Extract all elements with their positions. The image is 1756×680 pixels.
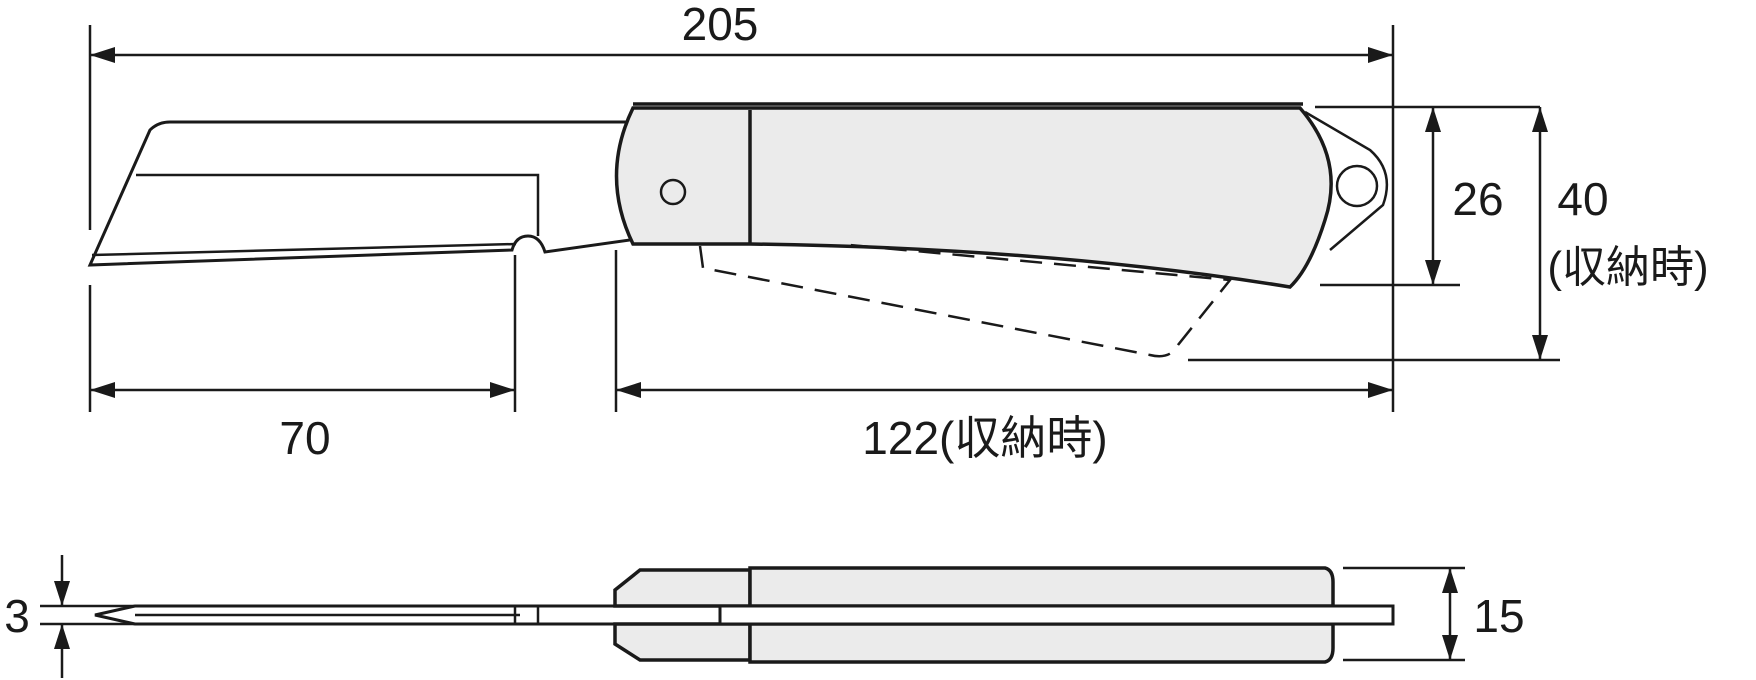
arrow-26-bottom	[1425, 260, 1441, 285]
arrow-122-left	[616, 382, 641, 398]
dim-label-15: 15	[1473, 590, 1524, 642]
arrow-70-left	[90, 382, 115, 398]
dim-label-3: 3	[4, 590, 30, 642]
knife-handle	[614, 106, 1333, 289]
arrow-15-bottom	[1442, 635, 1458, 660]
folded-blade-dashed	[698, 243, 1233, 358]
lanyard-loop	[1304, 110, 1389, 251]
arrow-205-left	[90, 47, 115, 63]
blade-edge-line	[91, 242, 517, 257]
arrow-40-bottom	[1532, 335, 1548, 360]
top-view-handle-lower	[613, 622, 752, 662]
dim-label-70: 70	[279, 412, 330, 464]
arrow-3-bottom	[54, 624, 70, 649]
top-view-scale-upper	[748, 566, 1335, 608]
top-view: 3 15	[4, 555, 1525, 678]
arrow-70-right	[490, 382, 515, 398]
side-view: 205 70 122(収納時) 26 40 (収納時)	[87, 0, 1709, 464]
lanyard-hole-icon	[1335, 164, 1379, 208]
arrow-3-top	[54, 581, 70, 606]
arrow-205-right	[1368, 47, 1393, 63]
dim-label-26: 26	[1452, 173, 1503, 225]
arrow-26-top	[1425, 107, 1441, 132]
top-view-scale-lower	[748, 622, 1335, 664]
arrow-40-top	[1532, 107, 1548, 132]
dim-label-40-note: (収納時)	[1547, 243, 1708, 292]
top-view-handle-upper	[613, 568, 752, 608]
blade-spine-line	[136, 173, 540, 236]
arrow-15-top	[1442, 568, 1458, 593]
dim-label-122: 122(収納時)	[862, 412, 1107, 464]
dim-label-205: 205	[682, 0, 759, 50]
pivot-pin-icon	[659, 178, 687, 206]
knife-blade	[87, 120, 632, 267]
arrow-122-right	[1368, 382, 1393, 398]
top-view-spine	[718, 604, 1395, 626]
dim-label-40: 40	[1557, 173, 1608, 225]
